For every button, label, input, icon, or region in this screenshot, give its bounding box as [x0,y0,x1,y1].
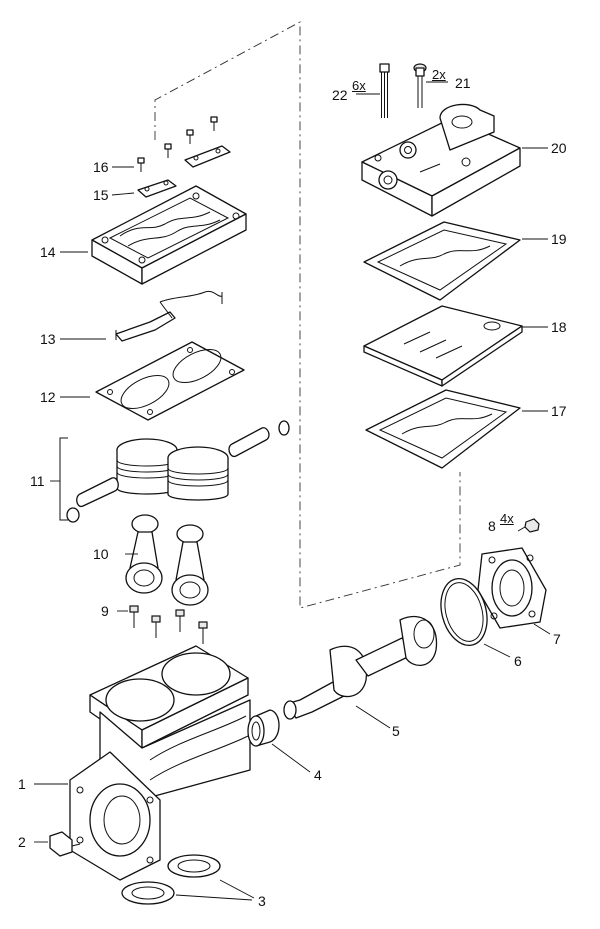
callout-20: 20 [551,140,567,156]
gasket-19 [363,221,521,301]
leader-lines [34,81,551,901]
callout-10: 10 [93,546,109,562]
callout-21-qty: 2x [432,67,446,82]
plug-2 [49,831,81,857]
screw-21 [413,63,427,108]
callout-4: 4 [314,767,322,783]
callout-5: 5 [392,723,400,739]
gasket-17 [365,389,521,469]
crankshaft-5 [283,615,438,720]
seal-3-group [121,854,221,905]
callout-9: 9 [101,603,109,619]
callout-21: 21 [455,75,471,91]
callout-17: 17 [551,403,567,419]
callout-6: 6 [514,653,522,669]
callout-15: 15 [93,187,109,203]
gasket-12 [95,341,245,421]
head-cover-20 [361,103,521,217]
cylinder-head-14 [91,185,247,285]
crankcase-1 [69,645,251,881]
callout-8-qty: 4x [500,511,514,526]
callout-13: 13 [40,331,56,347]
callout-14: 14 [40,244,56,260]
callout-1: 1 [18,776,26,792]
callout-16: 16 [93,159,109,175]
callout-18: 18 [551,319,567,335]
callout-22: 22 [332,87,348,103]
o-ring-6 [440,578,488,646]
screw-22 [379,63,390,118]
connecting-rod-10-group [125,514,209,606]
callout-12: 12 [40,389,56,405]
callout-2: 2 [18,834,26,850]
callout-7: 7 [553,631,561,647]
callout-19: 19 [551,231,567,247]
piston-11-group [59,420,290,523]
screw-16-group [137,116,218,172]
flange-cover-7 [477,547,547,629]
callout-3: 3 [258,893,266,909]
valve-plate-18 [363,305,523,387]
valve-spring-13 [115,290,223,342]
callout-11: 11 [30,473,45,489]
bolt-8 [517,518,540,533]
assembly-boundary-line [154,21,461,609]
bolt-9-group [129,605,208,644]
callout-8: 8 [488,518,496,534]
bushing-4 [247,709,280,747]
plate-15-group [137,145,231,198]
callout-22-qty: 6x [352,78,366,93]
